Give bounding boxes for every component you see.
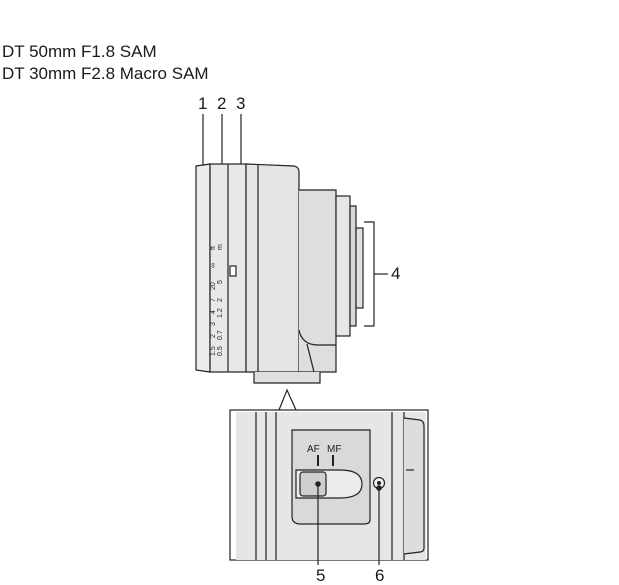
callout-2: 2	[217, 94, 227, 113]
scale-ft-5: 3	[210, 322, 217, 326]
scale-m-2: 2	[217, 298, 224, 302]
scale-ft-7: 1.5	[210, 346, 217, 356]
lens-model-title-2: DT 30mm F2.8 Macro SAM	[2, 64, 209, 83]
scale-m-1: 5	[217, 280, 224, 284]
leader-dot-6	[376, 485, 382, 491]
callout-4: 4	[391, 264, 401, 283]
mount-bayonet	[349, 205, 357, 327]
scale-m-5: 0.5	[217, 346, 224, 356]
lens-model-title-1: DT 50mm F1.8 SAM	[2, 42, 157, 61]
scale-ft-2: 20	[210, 282, 217, 290]
lens-barrel	[245, 163, 300, 373]
distance-scale: ft m ∞ 20 7 4 3 2 1.5 5 2 1.2 0.7 0.5	[210, 244, 224, 356]
scale-ft-3: 7	[210, 298, 217, 302]
scale-unit-ft: ft	[210, 246, 217, 250]
af-label: AF	[307, 444, 320, 455]
leader-dot-5	[315, 481, 321, 487]
scale-unit-m: m	[217, 244, 224, 250]
zoom-pointer	[278, 388, 297, 411]
scale-ft-1: ∞	[210, 263, 217, 268]
scale-m-4: 0.7	[217, 330, 224, 340]
scale-ft-4: 4	[210, 310, 217, 314]
bracket-4	[364, 221, 375, 327]
front-ring	[195, 163, 211, 373]
distance-index-mark	[229, 265, 237, 277]
mount-flange	[335, 195, 351, 337]
callout-3: 3	[236, 94, 246, 113]
switch-housing	[253, 372, 321, 384]
scale-m-3: 1.2	[217, 308, 224, 318]
callout-5: 5	[316, 566, 326, 585]
callout-6: 6	[375, 566, 385, 585]
mf-label: MF	[327, 444, 341, 455]
mount-rear	[355, 227, 364, 309]
callout-1: 1	[198, 94, 208, 113]
scale-ft-6: 2	[210, 334, 217, 338]
focus-mode-switch-knob	[299, 471, 327, 497]
